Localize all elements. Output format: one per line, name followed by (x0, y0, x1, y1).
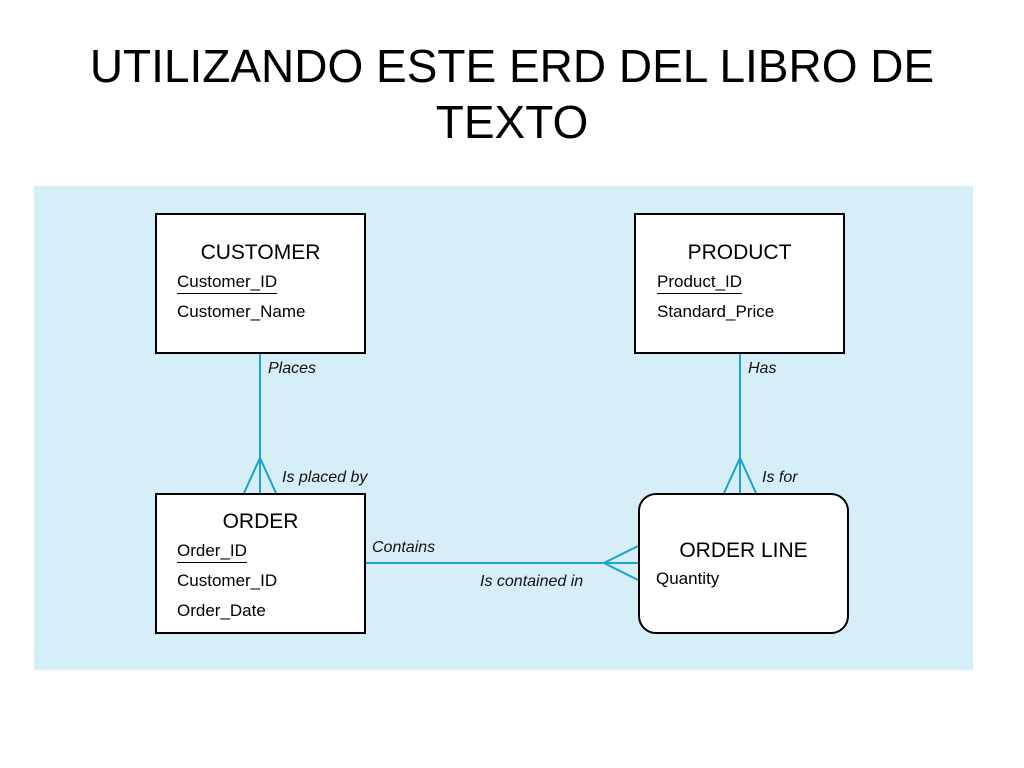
relationship-lines (243, 354, 757, 581)
entity-customer: CUSTOMER Customer_ID Customer_Name (155, 213, 366, 354)
entity-order: ORDER Order_ID Customer_ID Order_Date (155, 493, 366, 634)
product-primary-key: Product_ID (657, 272, 743, 294)
entity-product: PRODUCT Product_ID Standard_Price (634, 213, 845, 354)
entity-product-name: PRODUCT (687, 241, 792, 264)
order-orderline-crowfoot (601, 545, 639, 581)
order-line-attribute-quantity: Quantity (656, 569, 720, 588)
entity-order-line: ORDER LINE Quantity (638, 493, 849, 634)
entity-order-name: ORDER (222, 510, 299, 533)
customer-primary-key: Customer_ID (177, 272, 278, 294)
product-orderline-crowfoot (723, 455, 757, 494)
order-primary-key: Order_ID (177, 541, 247, 563)
label-is-for: Is for (762, 469, 798, 486)
customer-order-crowfoot (243, 455, 277, 494)
entity-customer-name: CUSTOMER (200, 241, 321, 264)
slide-title-line-1: UTILIZANDO ESTE ERD DEL LIBRO DE (89, 40, 935, 92)
label-is-contained-in: Is contained in (480, 573, 584, 590)
erd-diagram: CUSTOMER Customer_ID Customer_Name PRODU… (34, 186, 973, 670)
slide-title-line-2: TEXTO (435, 96, 589, 148)
customer-attribute-name: Customer_Name (177, 302, 306, 321)
order-attribute-date: Order_Date (177, 601, 266, 620)
product-attribute-price: Standard_Price (657, 302, 775, 321)
label-is-placed-by: Is placed by (282, 469, 368, 486)
slide-title: UTILIZANDO ESTE ERD DEL LIBRO DE TEXTO (0, 38, 1024, 150)
label-contains: Contains (372, 539, 436, 556)
entity-order-line-name: ORDER LINE (679, 539, 808, 562)
label-places: Places (268, 360, 317, 377)
label-has: Has (748, 360, 777, 377)
order-attribute-customer-id: Customer_ID (177, 571, 278, 590)
